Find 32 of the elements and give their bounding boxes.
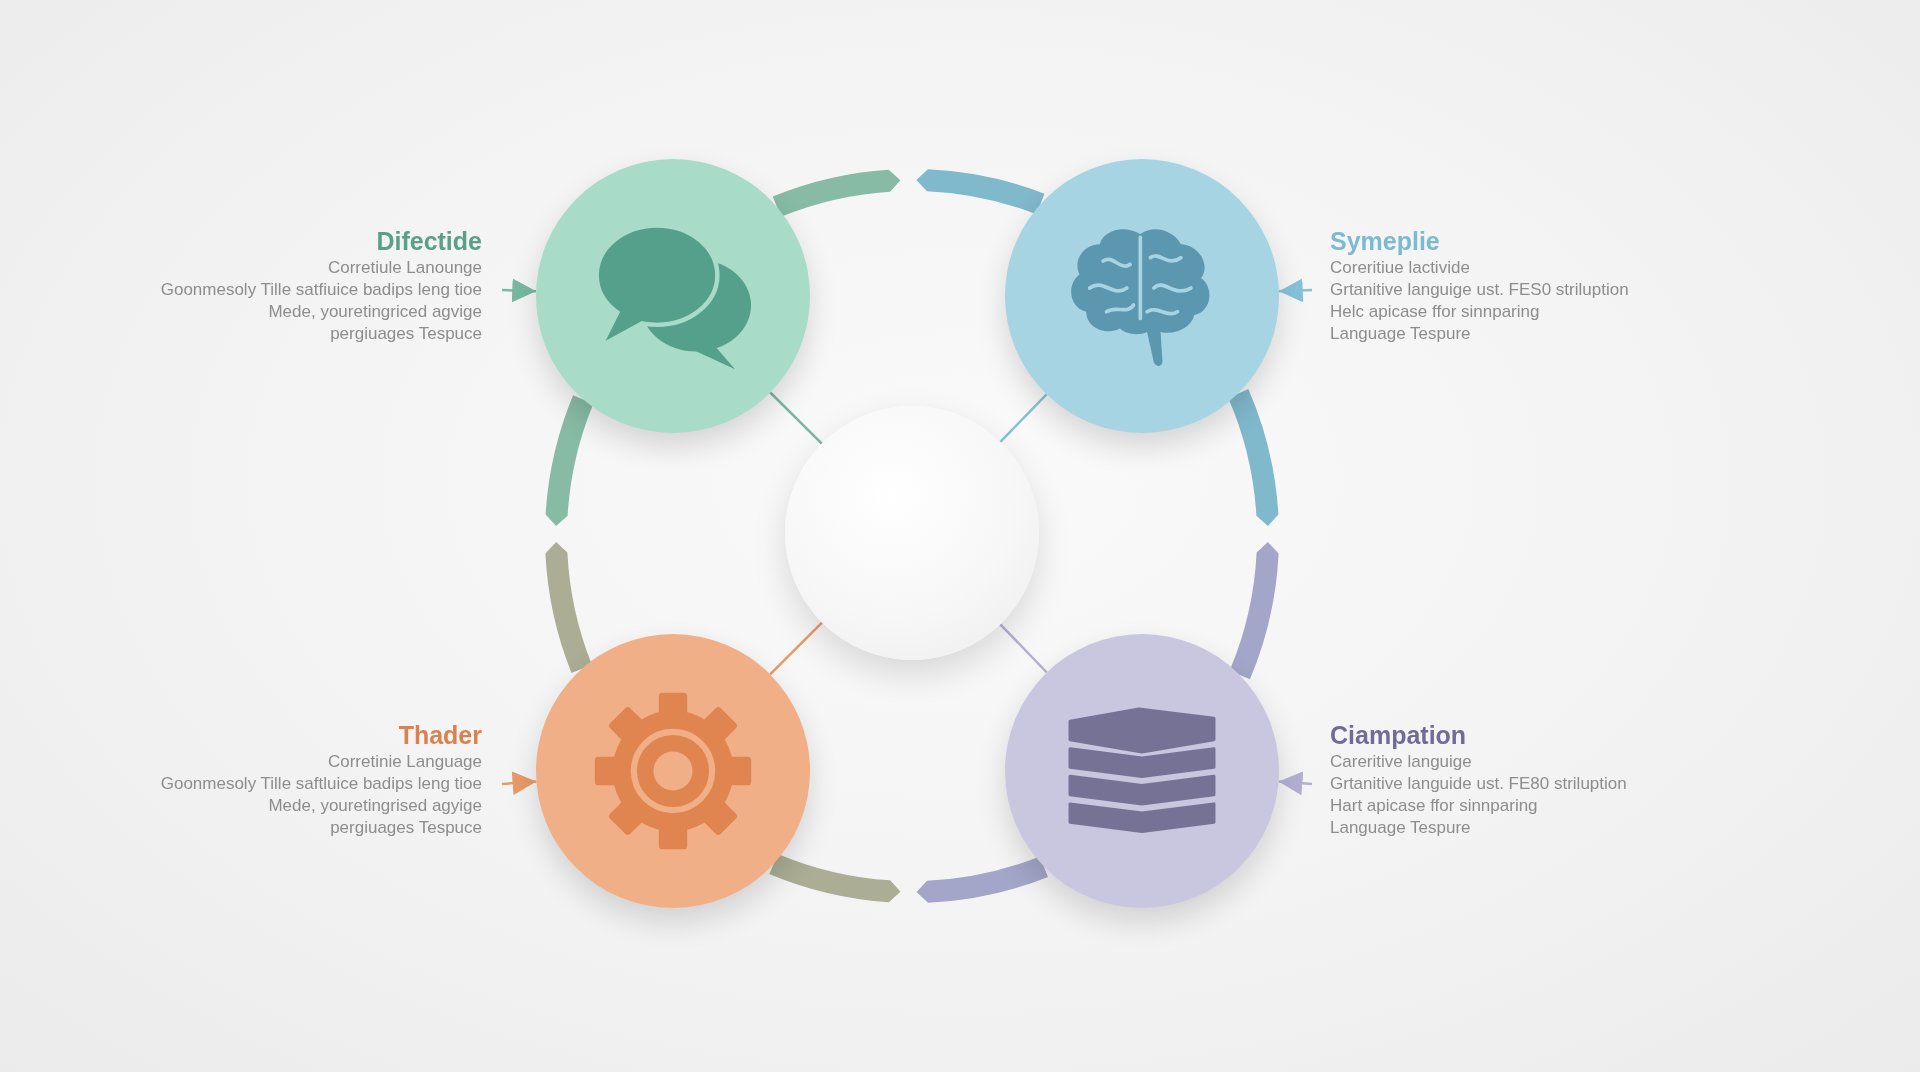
description-text: pergiuages Tespuce — [330, 817, 482, 839]
description-text: Corretiule Lanounge — [327, 257, 482, 279]
connector-line — [769, 621, 823, 676]
section-heading: Ciampation — [1330, 720, 1467, 751]
ring-arc — [1228, 389, 1279, 680]
description-text: Goonmesoly Tille saftluice badips leng tioe — [160, 773, 482, 795]
description-text: Hart apicase ffor sinnparing — [1330, 795, 1538, 817]
description-text: Grtanitive languige ust. FES0 striluption — [1330, 279, 1629, 301]
pointer-arrow — [501, 771, 537, 796]
description-text: Language Tespure — [1330, 323, 1471, 345]
ring-arc — [769, 853, 1048, 903]
section-heading: Thader — [398, 720, 482, 751]
ring-arc — [772, 169, 1045, 217]
pointer-arrow — [1278, 771, 1313, 796]
description-text: pergiuages Tespuce — [330, 323, 482, 345]
section-heading: Difectide — [376, 226, 482, 257]
connector-line — [999, 393, 1048, 443]
description-text: Goonmesoly Tille satfiuice badips leng tioe — [160, 279, 482, 301]
ring-arc — [545, 395, 594, 673]
connector-line — [999, 623, 1048, 674]
description-text: Coreritiue lactivide — [1330, 257, 1470, 279]
description-text: Helc apicase ffor sinnparing — [1330, 301, 1540, 323]
description-text: Grtanitive languide ust. FE80 striluption — [1330, 773, 1627, 795]
description-text: Language Tespure — [1330, 817, 1471, 839]
section-heading: Symeplie — [1330, 226, 1440, 257]
pointer-arrow — [501, 278, 537, 303]
pointer-arrow — [1278, 278, 1313, 303]
description-text: Corretinie Language — [327, 751, 482, 773]
description-text: Mede, youretingriced agvige — [268, 301, 482, 323]
connector-line — [769, 391, 823, 445]
description-text: Careritive languige — [1330, 751, 1472, 773]
description-text: Mede, youretingrised agyige — [268, 795, 482, 817]
